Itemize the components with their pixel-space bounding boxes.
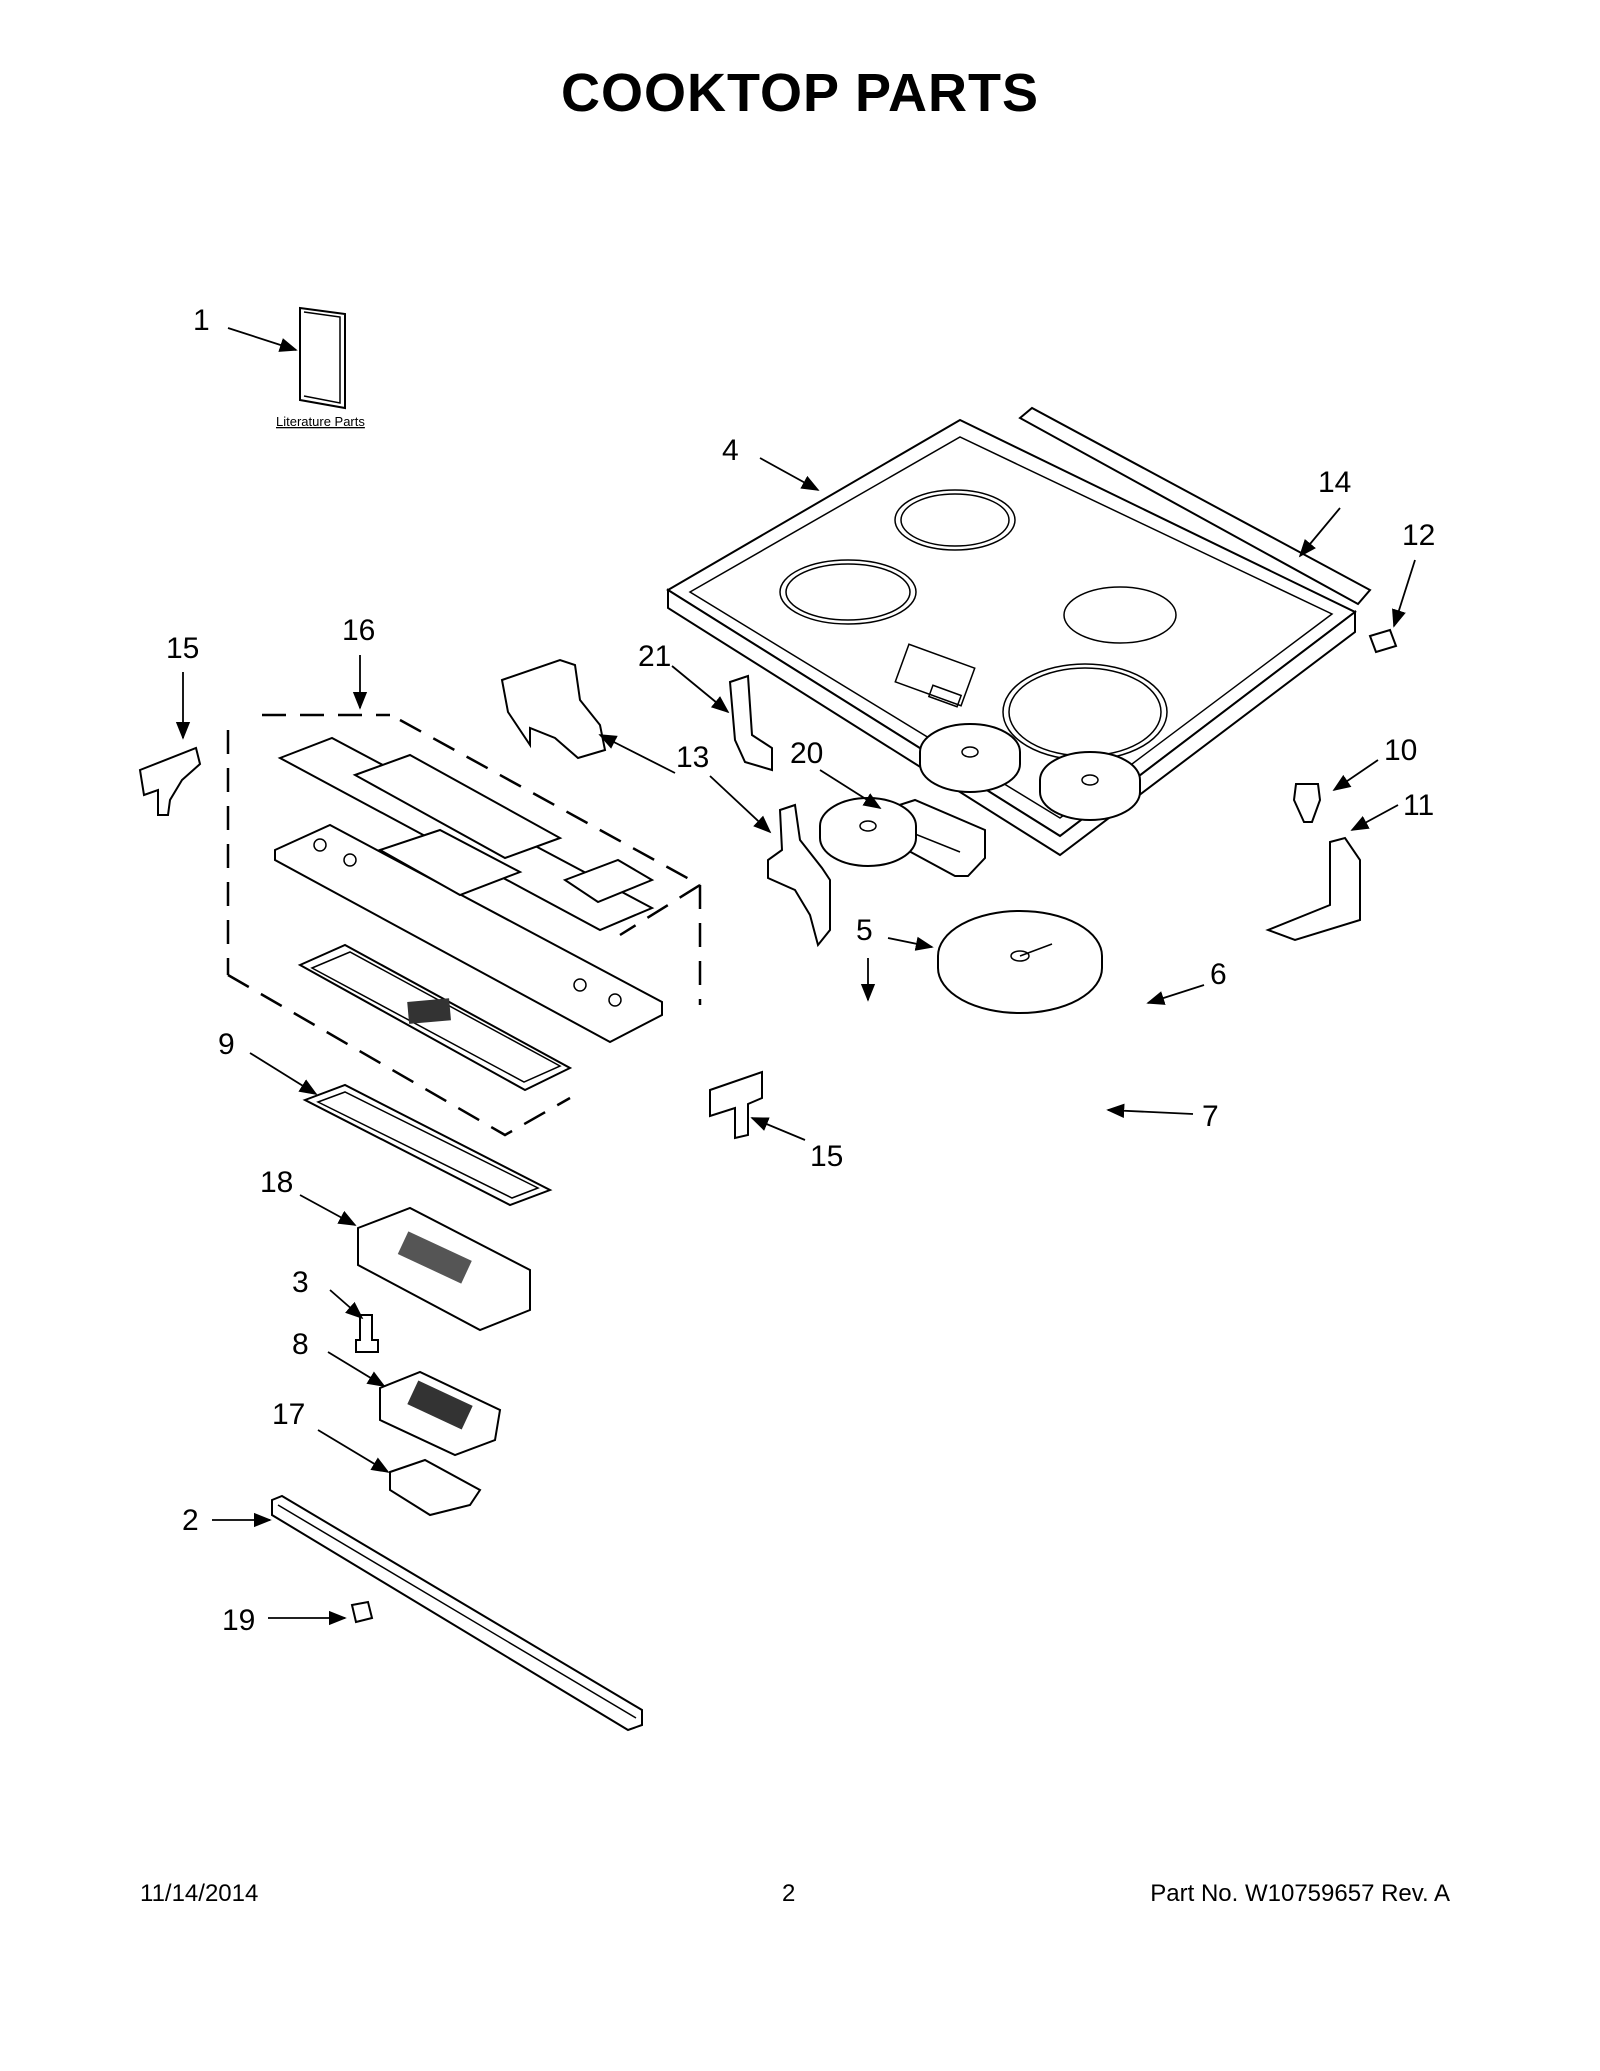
callout-17: 17 <box>272 1398 305 1431</box>
callout-13: 13 <box>676 741 709 774</box>
callout-4: 4 <box>722 434 739 467</box>
callout-12: 12 <box>1402 519 1435 552</box>
part-5-element-a <box>819 797 917 867</box>
part-1-literature: Literature Parts <box>276 306 365 429</box>
literature-caption: Literature Parts <box>276 414 365 429</box>
part-13-bracket-a <box>500 658 607 760</box>
part-16-assembly-outline <box>226 713 702 1137</box>
part-7-element <box>937 910 1103 1014</box>
part-14-trim <box>1018 406 1372 606</box>
callout-7: 7 <box>1202 1100 1219 1133</box>
callout-10: 10 <box>1384 734 1417 767</box>
callout-6: 6 <box>1210 958 1227 991</box>
part-8-board <box>379 1370 502 1457</box>
part-15-bracket-left <box>138 746 202 816</box>
callout-14: 14 <box>1318 466 1351 499</box>
callout-15-right: 15 <box>810 1140 843 1173</box>
callout-11: 11 <box>1403 789 1434 822</box>
callout-5: 5 <box>856 914 873 947</box>
part-11-bracket <box>1265 836 1361 942</box>
part-17-plate <box>389 1458 482 1517</box>
part-12-clip <box>1368 628 1398 654</box>
callout-labels: 1 2 3 4 5 6 7 8 9 10 11 12 13 14 15 15 1… <box>166 304 1435 1637</box>
callout-3: 3 <box>292 1266 309 1299</box>
part-4-cooktop <box>666 418 1357 857</box>
part-10-screw <box>1292 783 1322 823</box>
footer-date: 11/14/2014 <box>140 1880 259 1907</box>
part-6-element <box>1039 751 1141 821</box>
callout-2: 2 <box>182 1504 199 1537</box>
part-16-panel-top <box>274 736 663 1044</box>
leader-lines <box>175 327 1416 1626</box>
part-2-trim-bar <box>271 1494 643 1732</box>
part-16-tray <box>297 943 573 1092</box>
footer-page-number: 2 <box>782 1880 796 1907</box>
part-19-clip <box>350 1600 374 1624</box>
part-15-bracket-right <box>709 1070 763 1140</box>
callout-8: 8 <box>292 1328 309 1361</box>
part-9-frame <box>302 1083 553 1207</box>
part-5-element-b <box>919 723 1021 793</box>
callout-18: 18 <box>260 1166 293 1199</box>
part-3-standoff <box>355 1314 379 1353</box>
callout-1: 1 <box>193 304 210 337</box>
callout-15-left: 15 <box>166 632 199 665</box>
part-18-board <box>357 1206 531 1332</box>
callout-16: 16 <box>342 614 375 647</box>
callout-20: 20 <box>790 737 823 770</box>
footer-part-number: Part No. W10759657 Rev. A <box>1150 1880 1450 1907</box>
callout-9: 9 <box>218 1028 235 1061</box>
callout-19: 19 <box>222 1604 255 1637</box>
part-13-bracket-b <box>767 803 831 948</box>
page-title: COOKTOP PARTS <box>560 63 1040 123</box>
callout-21: 21 <box>638 640 671 673</box>
part-21-bracket <box>728 674 773 772</box>
